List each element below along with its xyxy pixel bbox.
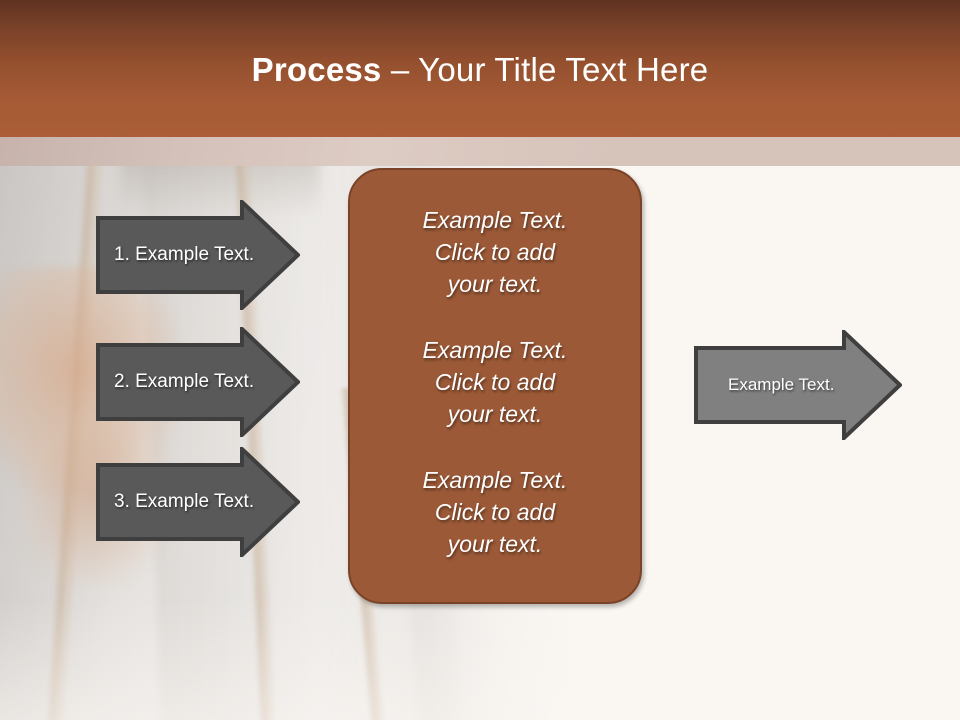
content-block-2-line-1: Example Text.	[422, 337, 568, 363]
process-output-arrow-label: Example Text.	[728, 375, 835, 394]
content-block-3-line-3: your text.	[447, 531, 543, 557]
process-output-arrow[interactable]: Example Text.	[694, 330, 902, 440]
photo-fade-bottom	[0, 600, 660, 720]
content-block-1: Example Text. Click to add your text.	[350, 204, 640, 300]
process-step-arrow-1-label: 1. Example Text.	[114, 244, 255, 265]
right-arrow-icon	[96, 200, 300, 310]
page-title: Process – Your Title Text Here	[0, 50, 960, 90]
process-step-arrow-3-label: 3. Example Text.	[114, 491, 255, 512]
process-step-arrow-2[interactable]: 2. Example Text.	[96, 327, 300, 437]
content-block-2-line-2: Click to add	[434, 369, 556, 395]
right-arrow-icon	[694, 330, 902, 440]
right-arrow-icon	[96, 447, 300, 557]
content-block-1-line-1: Example Text.	[422, 207, 568, 233]
right-arrow-icon	[96, 327, 300, 437]
header-accent-stripe	[0, 137, 960, 166]
content-block-1-line-2: Click to add	[434, 239, 556, 265]
process-content-box[interactable]: Example Text. Click to add your text. Ex…	[348, 168, 642, 604]
content-block-3-line-2: Click to add	[434, 499, 556, 525]
content-block-3: Example Text. Click to add your text.	[350, 464, 640, 560]
header-stripe-photo-bleed	[0, 137, 620, 166]
page-title-bold: Process	[251, 51, 382, 88]
content-block-2: Example Text. Click to add your text.	[350, 334, 640, 430]
content-block-2-line-3: your text.	[447, 401, 543, 427]
content-block-3-line-1: Example Text.	[422, 467, 568, 493]
process-step-arrow-1[interactable]: 1. Example Text.	[96, 200, 300, 310]
process-step-arrow-2-label: 2. Example Text.	[114, 371, 255, 392]
content-block-1-line-3: your text.	[447, 271, 543, 297]
page-title-rest: – Your Title Text Here	[381, 51, 709, 88]
process-step-arrow-3[interactable]: 3. Example Text.	[96, 447, 300, 557]
header-band	[0, 0, 960, 137]
